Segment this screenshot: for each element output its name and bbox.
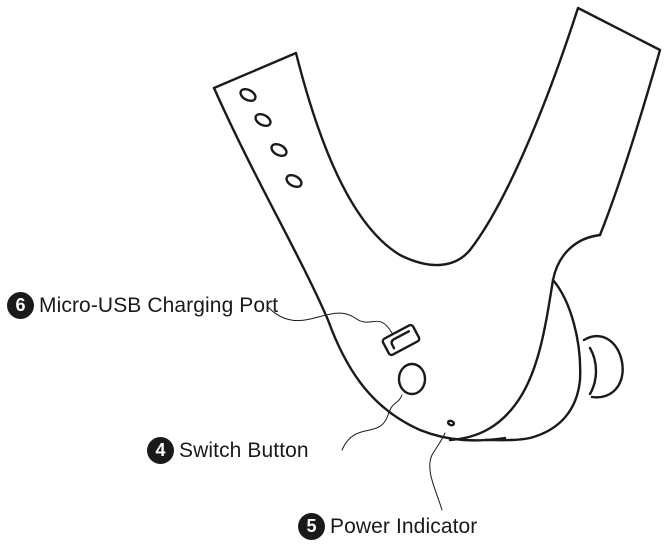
device-housing-back [483, 278, 582, 442]
power-indicator-led [446, 419, 456, 427]
earbud-nub-inner [588, 346, 598, 396]
callout-number-badge: 6 [7, 292, 34, 319]
callout-number-badge: 4 [147, 437, 174, 464]
strap-outer-edge [212, 86, 507, 442]
callout-label: Micro-USB Charging Port [39, 293, 279, 317]
strap-hole [254, 113, 272, 127]
micro-usb-port [381, 323, 421, 357]
callout-number-badge: 5 [298, 513, 325, 540]
leader-line-switch [341, 394, 403, 451]
strap-hole [239, 88, 257, 102]
strap-outline [212, 51, 472, 267]
earbud-nub [582, 334, 624, 399]
callout-label: Switch Button [179, 438, 309, 462]
leader-lines [267, 306, 446, 511]
callout-micro-usb-port: 6 Micro-USB Charging Port [7, 292, 278, 319]
leader-line-usb [267, 306, 393, 334]
callout-power-indicator: 5 Power Indicator [298, 513, 477, 540]
band-right-arm [468, 6, 662, 252]
callout-switch-button: 4 Switch Button [147, 437, 309, 464]
switch-button [397, 362, 427, 396]
device-housing [448, 233, 602, 442]
leader-line-power [429, 432, 446, 511]
strap-hole [270, 143, 288, 157]
strap-hole [285, 174, 303, 188]
callout-label: Power Indicator [330, 514, 478, 538]
